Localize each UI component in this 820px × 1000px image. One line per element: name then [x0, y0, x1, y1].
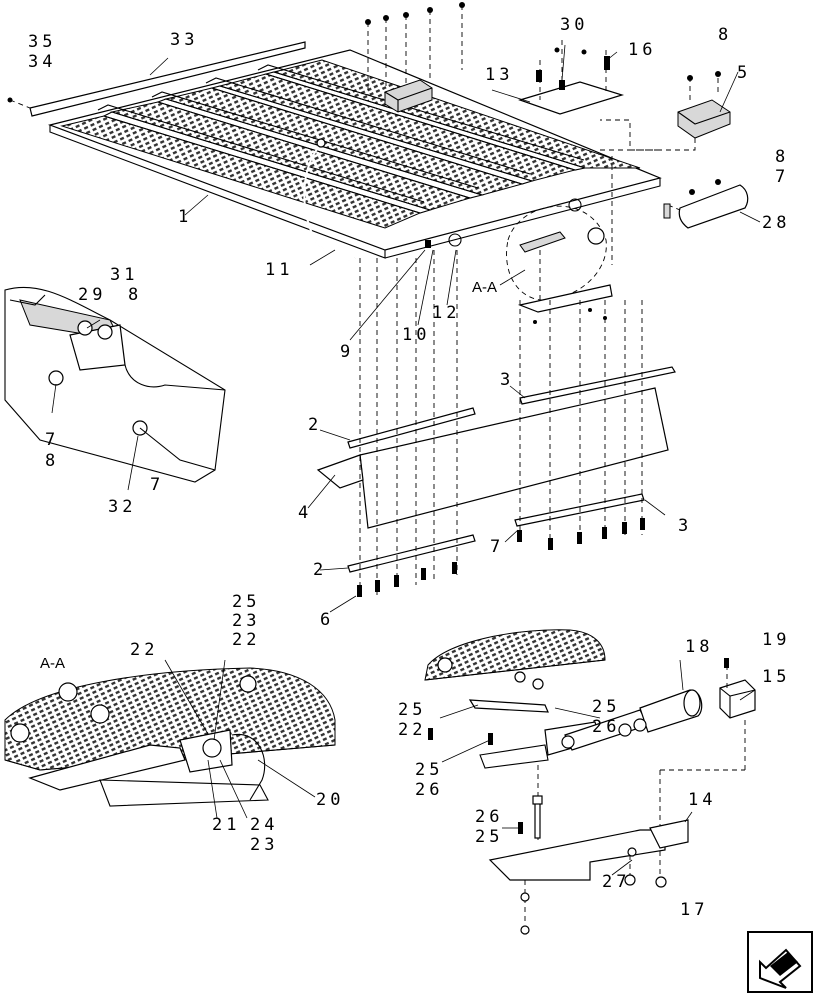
callout-7-shield: 7: [490, 537, 504, 557]
callout-24: 24: [250, 815, 278, 835]
cover-28: [663, 179, 749, 229]
callout-2-bottom: 2: [313, 560, 327, 580]
section-circle-aa: [506, 149, 660, 301]
callout-8-right: 8: [775, 147, 789, 167]
callout-16: 16: [628, 40, 656, 60]
callout-11: 11: [265, 260, 293, 280]
callout-17: 17: [680, 900, 708, 920]
callout-29: 29: [78, 285, 106, 305]
callout-33: 33: [170, 30, 198, 50]
cover-box-part: [384, 79, 433, 113]
callout-3-bottom: 3: [678, 516, 692, 536]
callout-20: 20: [316, 790, 344, 810]
callout-18: 18: [685, 637, 713, 657]
section-label-aa-detail: A-A: [40, 655, 65, 672]
callout-25-mid: 25: [415, 760, 443, 780]
callout-32: 32: [108, 497, 136, 517]
callout-19: 19: [762, 630, 790, 650]
callout-27: 27: [602, 872, 630, 892]
shield-panel-4: [316, 366, 676, 573]
cylinder-assembly: [424, 629, 756, 935]
callout-23-aa-b: 23: [250, 835, 278, 855]
section-label-aa-top: A-A: [472, 279, 497, 296]
assembly-dashed-lines: [359, 250, 643, 600]
callout-3-top: 3: [500, 370, 514, 390]
callout-25-aa: 25: [232, 592, 260, 612]
bracket-under-aa: [517, 284, 613, 324]
sieve-frame-assembly: [47, 49, 662, 259]
callout-25-left: 25: [398, 700, 426, 720]
callout-22-aa: 22: [232, 630, 260, 650]
callout-7-inset: 7: [45, 430, 59, 450]
callout-4: 4: [298, 503, 312, 523]
callout-7-right: 7: [775, 167, 789, 187]
aa-detail-view: [4, 667, 336, 807]
callout-8-inset: 8: [128, 285, 142, 305]
callout-30: 30: [560, 15, 588, 35]
callout-28: 28: [762, 213, 790, 233]
callout-14: 14: [688, 790, 716, 810]
leader-lines: [51, 44, 761, 876]
callout-23-aa: 23: [232, 611, 260, 631]
callout-25-right: 25: [592, 697, 620, 717]
callout-22-left: 22: [398, 720, 426, 740]
callout-13: 13: [485, 65, 513, 85]
callout-26-right: 26: [592, 717, 620, 737]
callout-31: 31: [110, 265, 138, 285]
callout-22-aa-b: 22: [130, 640, 158, 660]
top-bolts: [365, 2, 610, 100]
light-5: [600, 71, 731, 151]
callout-34: 34: [28, 52, 56, 72]
shield-bolts: [357, 518, 645, 597]
side-rail-part: [7, 41, 306, 117]
callout-9: 9: [340, 342, 354, 362]
callout-8-inset-b: 8: [45, 451, 59, 471]
callout-2-top: 2: [308, 415, 322, 435]
callout-26-low: 26: [475, 807, 503, 827]
callout-15: 15: [762, 667, 790, 687]
callout-8-top: 8: [718, 25, 732, 45]
callout-10: 10: [402, 325, 430, 345]
callout-7-inset-b: 7: [150, 475, 164, 495]
next-page-arrow-icon[interactable]: [747, 931, 813, 993]
hose-11: [303, 138, 356, 261]
callout-numbers: 35 34 33 1 11 9 10 12 13 30 16 8 5 8 7 2…: [28, 15, 790, 920]
callout-25-low: 25: [475, 827, 503, 847]
callout-35: 35: [28, 32, 56, 52]
plate-13: [518, 81, 625, 115]
left-detail-inset: [4, 286, 226, 483]
callout-1: 1: [178, 207, 192, 227]
callout-6: 6: [320, 610, 334, 630]
callout-5: 5: [737, 63, 751, 83]
frame-small-parts: [425, 198, 605, 300]
callout-12: 12: [432, 303, 460, 323]
callout-26-mid: 26: [415, 780, 443, 800]
callout-21: 21: [212, 815, 240, 835]
